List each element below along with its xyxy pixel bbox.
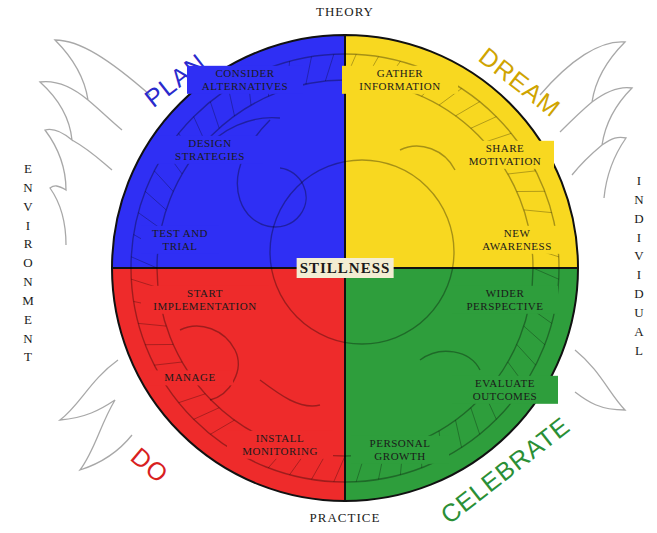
celebrate-quadrant: CELEBRATEWIDER PERSPECTIVEEVALUATE OUTCO… [345,268,578,501]
plan-quadrant: PLANCONSIDER ALTERNATIVESDESIGN STRATEGI… [112,35,345,268]
do-quadrant: DO START IMPLEMENTATION MANAGE INSTALL MONI… [112,268,345,501]
axis-label: PRACTICE [310,510,381,526]
step-text: CONSIDER ALTERNATIVES [187,66,303,94]
step-text: GATHER INFORMATION [342,66,458,94]
axis-label: THEORY [316,4,374,20]
center-label: STILLNESS [297,258,394,278]
step-text: INSTALL MONITORING [227,431,333,459]
cycle-circle: PLANCONSIDER ALTERNATIVESDESIGN STRATEGI… [112,35,578,501]
step-text: WIDER PERSPECTIVE [452,286,558,314]
step-text: PERSONAL GROWTH [351,436,449,464]
step-text: SHARE MOTIVATION [456,141,554,169]
step-text: START IMPLEMENTATION [141,286,269,314]
axis-label: ENVIRONMENT [22,160,35,367]
axis-label: INDIVIDUAL [633,172,646,360]
dream-quadrant: DREAMGATHER INFORMATIONSHARE MOTIVATIONN… [345,35,578,268]
step-text: EVALUATE OUTCOMES [452,376,558,404]
step-text: MANAGE [147,370,233,385]
step-text: DESIGN STRATEGIES [157,136,263,164]
step-text: NEW AWARENESS [469,226,565,254]
quadrant-heading: DO [125,441,175,489]
step-text: TEST AND TRIAL [141,226,219,254]
